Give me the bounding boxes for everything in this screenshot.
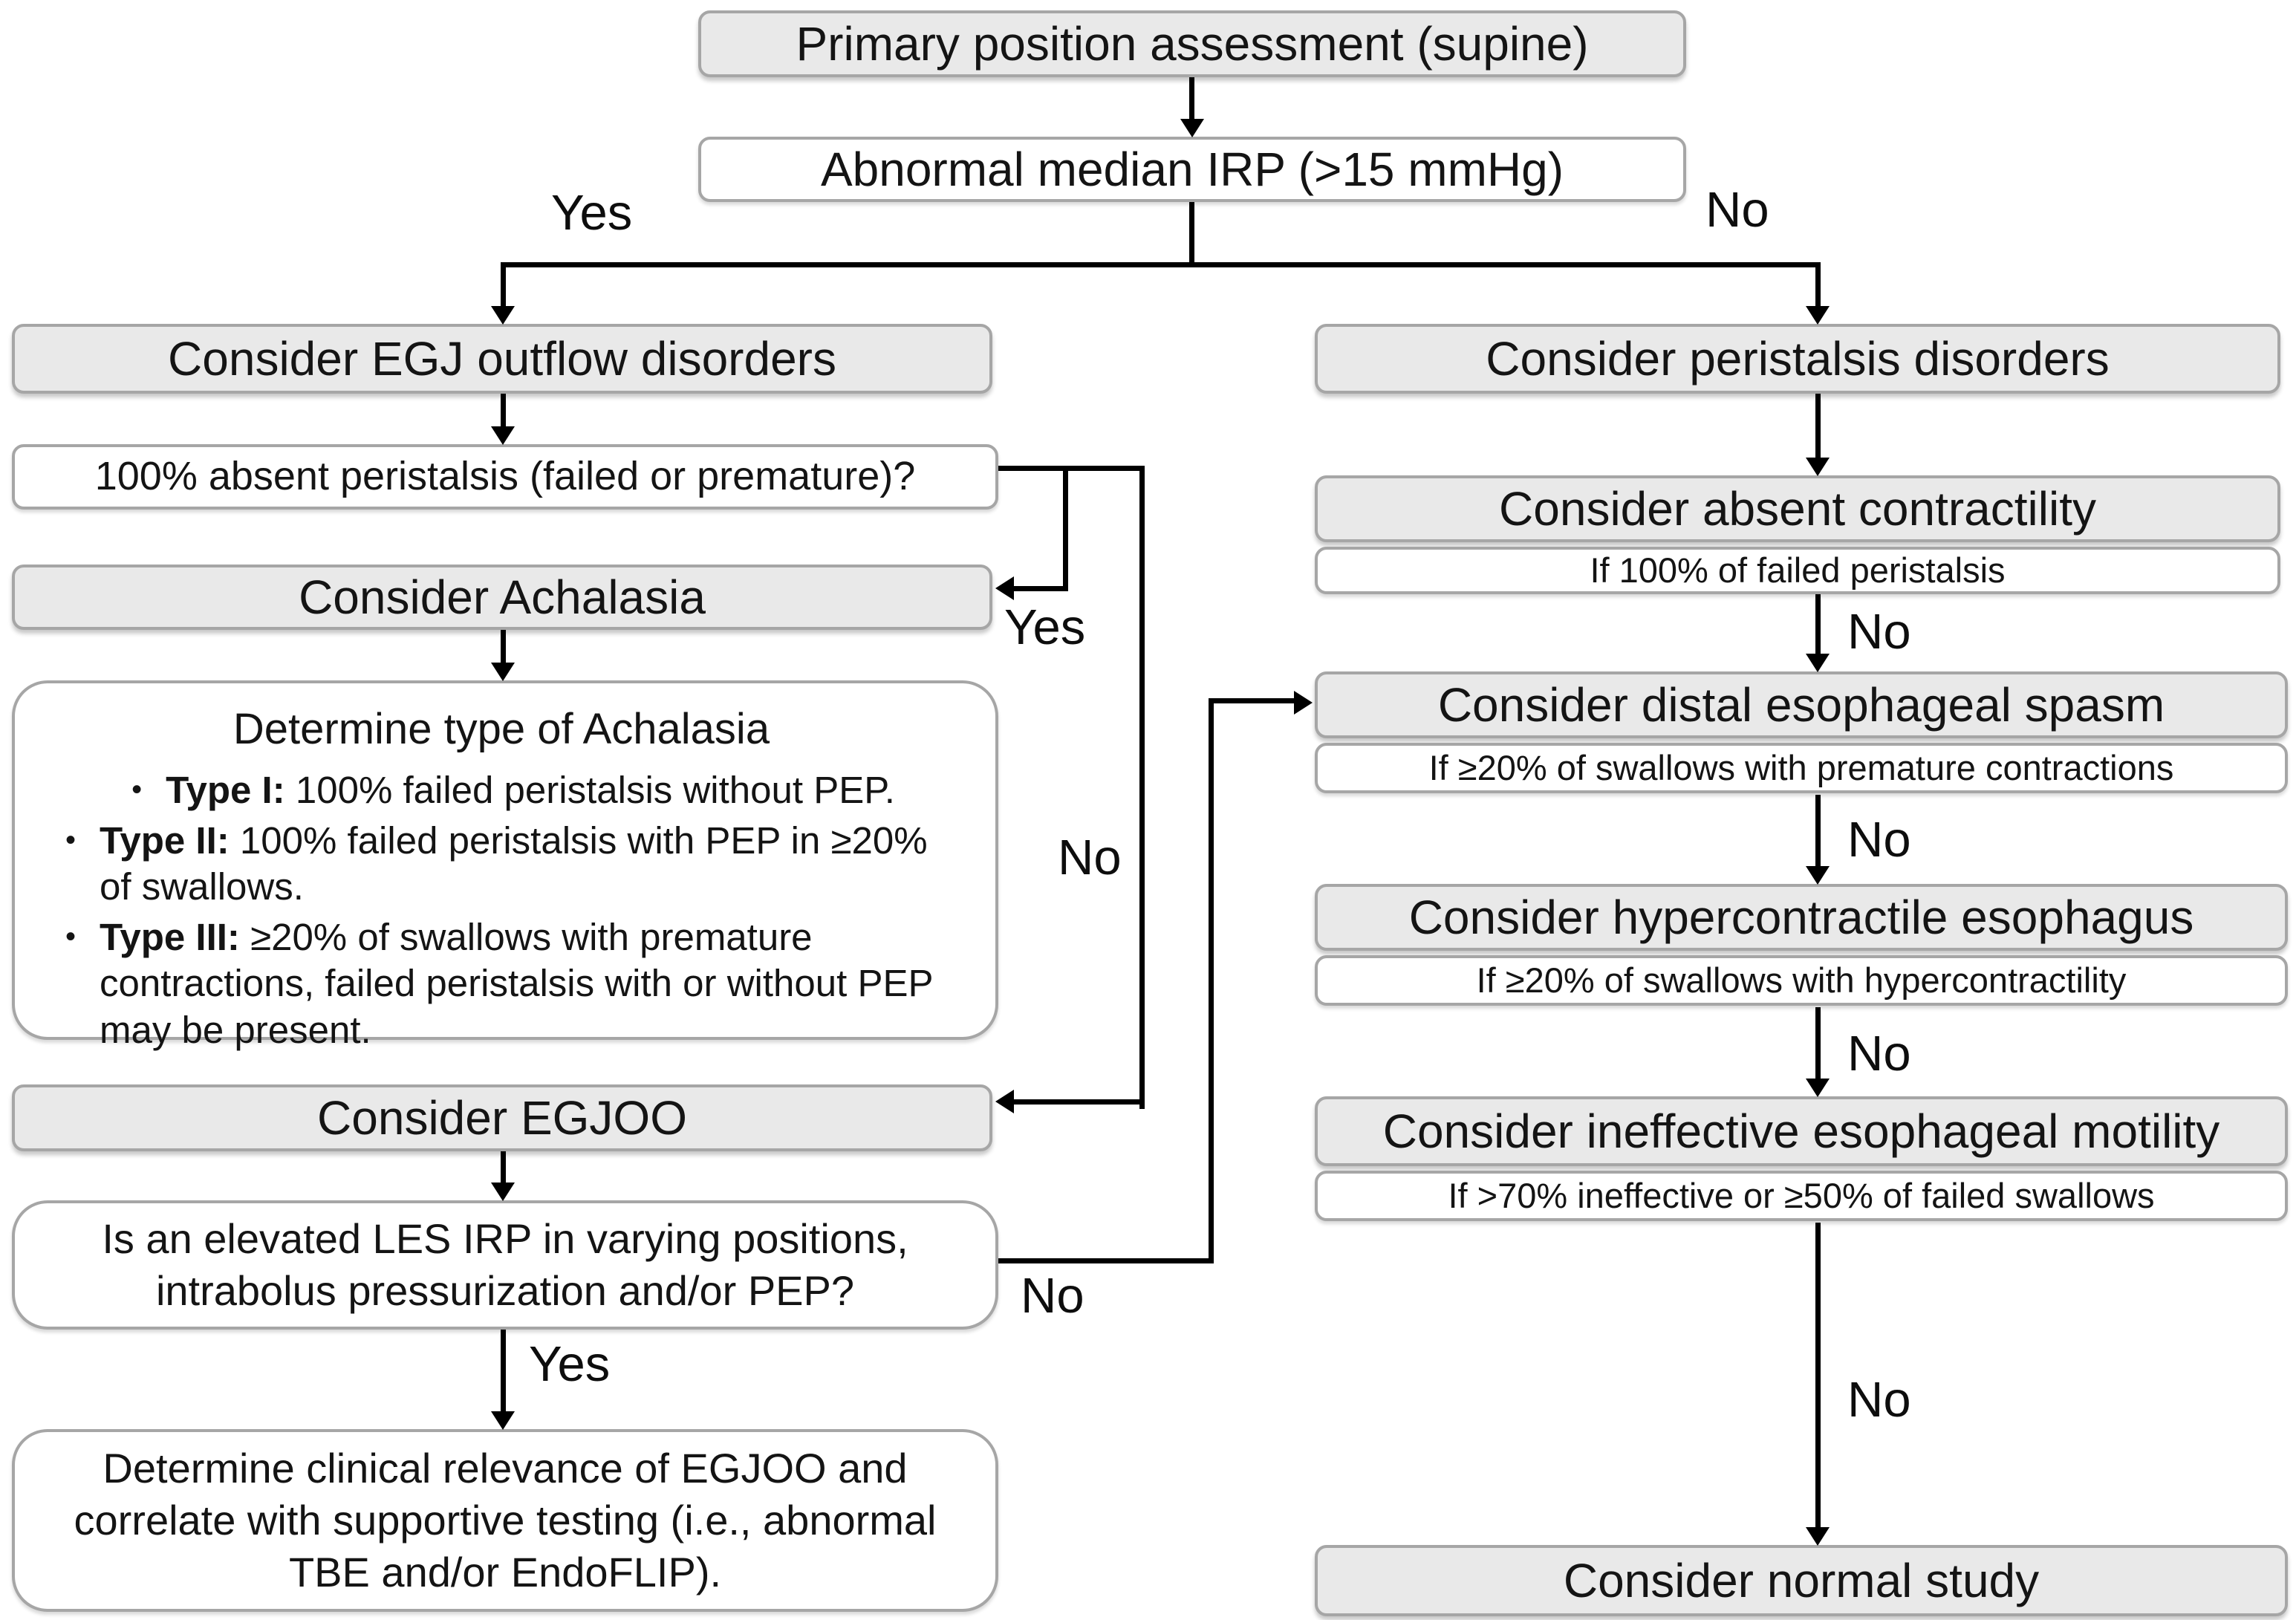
node-consider-achalasia: Consider Achalasia	[12, 565, 992, 630]
arrowhead-left-icon	[995, 576, 1014, 600]
node-consider-egj-outflow-disorders: Consider EGJ outflow disorders	[12, 324, 992, 394]
criteria-hypercontractile-esophagus: If ≥20% of swallows with hypercontractil…	[1315, 955, 2288, 1006]
connector-question-out-line	[998, 466, 1145, 471]
node-consider-distal-esophageal-spasm: Consider distal esophageal spasm	[1315, 671, 2288, 738]
connector-no-egjoo-line	[1139, 466, 1145, 1109]
arrowhead-down-icon	[491, 1411, 515, 1430]
achalasia-type-3-term: Type III:	[100, 916, 240, 959]
node-primary-position-assessment: Primary position assessment (supine)	[698, 10, 1686, 77]
arrowhead-down-icon	[491, 663, 515, 681]
edge-label-no-egjoo: No	[1058, 830, 1122, 885]
achalasia-type-3-item: • Type III: ≥20% of swallows with premat…	[42, 914, 961, 1053]
connector-hyper-to-iem-line	[1815, 1007, 1821, 1080]
edge-label-no-right-3: No	[1847, 1026, 1911, 1081]
criteria-absent-contractility: If 100% of failed peristalsis	[1315, 547, 2280, 594]
connector-yes-branch-line	[501, 262, 506, 308]
connector-yes-achalasia-line	[1012, 586, 1068, 591]
arrowhead-down-icon	[1180, 119, 1204, 137]
node-consider-hypercontractile-esophagus: Consider hypercontractile esophagus	[1315, 884, 2288, 951]
node-consider-absent-contractility: Consider absent contractility	[1315, 475, 2280, 542]
connector-egj-to-question-line	[501, 394, 506, 428]
achalasia-type-2-text: 100% failed peristalsis with PEP in ≥20%…	[100, 819, 928, 908]
node-elevated-les-irp-question: Is an elevated LES IRP in varying positi…	[12, 1200, 998, 1330]
node-egjoo-clinical-relevance: Determine clinical relevance of EGJOO an…	[12, 1429, 998, 1612]
arrowhead-down-icon	[1806, 1527, 1830, 1546]
criteria-distal-esophageal-spasm: If ≥20% of swallows with premature contr…	[1315, 743, 2288, 793]
achalasia-type-2-item: • Type II: 100% failed peristalsis with …	[42, 818, 961, 910]
achalasia-type-1-text: 100% failed peristalsis without PEP.	[284, 768, 895, 811]
arrowhead-down-icon	[1806, 1079, 1830, 1097]
criteria-ineffective-esophageal-motility: If >70% ineffective or ≥50% of failed sw…	[1315, 1171, 2288, 1221]
connector-peristalsis-to-absent-line	[1815, 394, 1821, 459]
connector-yes-achalasia-line	[1063, 466, 1068, 591]
connector-split-bar-line	[501, 262, 1821, 267]
bullet-icon: •	[131, 772, 143, 806]
node-abnormal-median-irp: Abnormal median IRP (>15 mmHg)	[698, 137, 1686, 202]
connector-no-egjoo-line	[1012, 1099, 1145, 1105]
arrowhead-down-icon	[491, 1183, 515, 1201]
node-consider-peristalsis-disorders: Consider peristalsis disorders	[1315, 324, 2280, 394]
connector-lesirp-no-line	[1209, 698, 1295, 703]
connector-lesirp-yes-line	[501, 1330, 506, 1413]
arrowhead-down-icon	[1806, 654, 1830, 672]
edge-label-no-right-2: No	[1847, 812, 1911, 868]
arrowhead-down-icon	[491, 306, 515, 325]
arrowhead-right-icon	[1294, 691, 1313, 715]
edge-label-no-top: No	[1705, 182, 1769, 238]
connector-achalasia-to-types-line	[501, 630, 506, 664]
connector-abnormal-to-split-line	[1189, 202, 1194, 267]
connector-primary-to-abnormal-line	[1189, 77, 1194, 120]
arrowhead-down-icon	[491, 426, 515, 445]
node-consider-egjoo: Consider EGJOO	[12, 1084, 992, 1151]
connector-spasm-to-hyper-line	[1815, 795, 1821, 868]
achalasia-type-3-text: ≥20% of swallows with premature contract…	[100, 916, 933, 1051]
achalasia-type-1-item: • Type I: 100% failed peristalsis withou…	[108, 767, 895, 813]
bullet-icon: •	[65, 920, 76, 954]
connector-lesirp-no-line	[998, 1258, 1214, 1263]
achalasia-type-2-term: Type II:	[100, 819, 230, 862]
edge-label-no-right-1: No	[1847, 604, 1911, 660]
connector-lesirp-no-line	[1209, 700, 1214, 1263]
node-determine-achalasia-type: Determine type of Achalasia • Type I: 10…	[12, 680, 998, 1051]
node-consider-ineffective-esophageal-motility: Consider ineffective esophageal motility	[1315, 1096, 2288, 1166]
node-absent-peristalsis-question: 100% absent peristalsis (failed or prema…	[12, 444, 998, 510]
edge-label-yes-top: Yes	[551, 185, 633, 241]
connector-no-branch-line	[1815, 262, 1821, 308]
node-consider-normal-study: Consider normal study	[1315, 1545, 2288, 1616]
edge-label-yes-lesirp: Yes	[529, 1336, 611, 1392]
connector-egjoo-to-lesirp-line	[501, 1151, 506, 1184]
achalasia-type-1-term: Type I:	[166, 768, 285, 811]
arrowhead-down-icon	[1806, 866, 1830, 885]
edge-label-no-right-4: No	[1847, 1372, 1911, 1428]
arrowhead-down-icon	[1806, 306, 1830, 325]
bullet-icon: •	[65, 823, 76, 856]
edge-label-no-lesirp: No	[1021, 1268, 1084, 1324]
connector-iem-to-normal-line	[1815, 1223, 1821, 1529]
arrowhead-down-icon	[1806, 458, 1830, 476]
achalasia-types-title: Determine type of Achalasia	[232, 705, 770, 753]
connector-absent-to-spasm-line	[1815, 594, 1821, 655]
edge-label-yes-achalasia: Yes	[1004, 599, 1086, 655]
arrowhead-left-icon	[995, 1090, 1014, 1113]
